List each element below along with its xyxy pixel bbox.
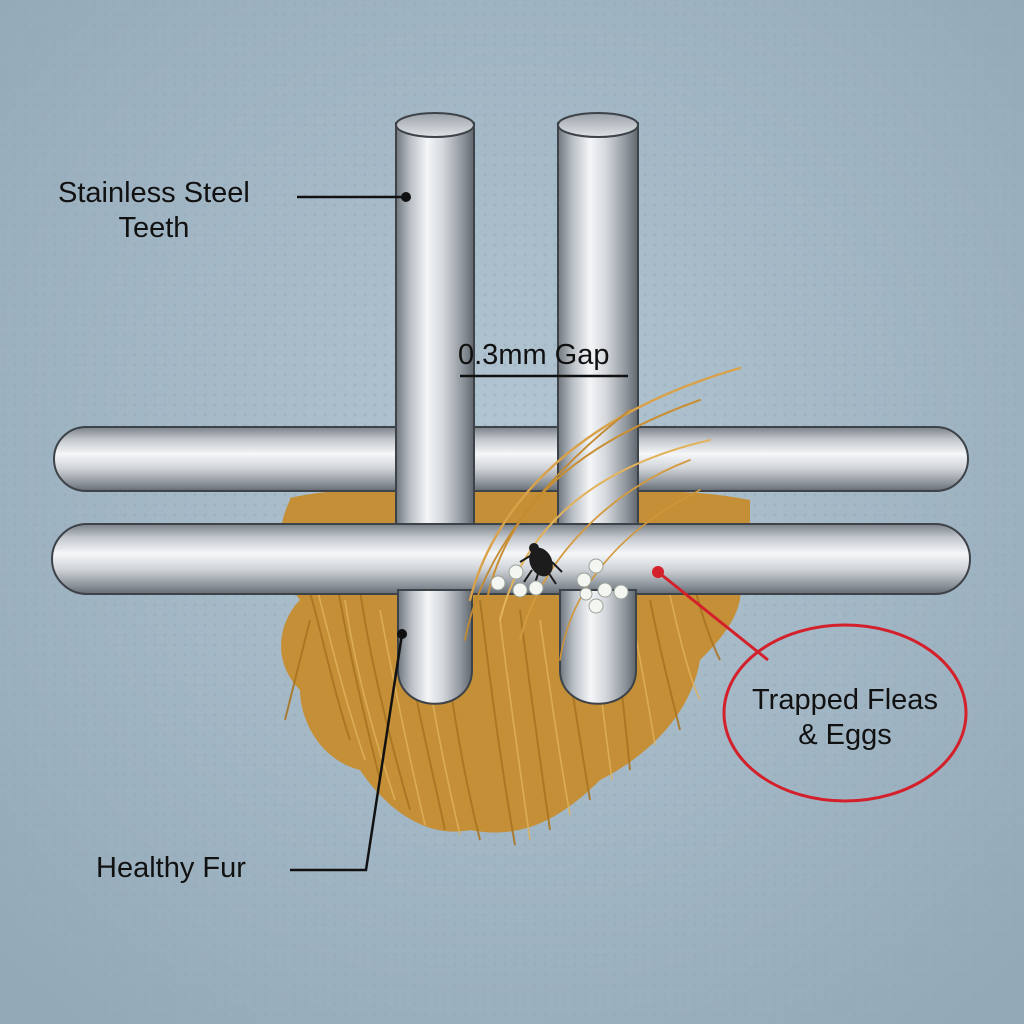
comb-tooth-right: [557, 112, 639, 534]
egg-icon: [613, 584, 629, 600]
fleas-highlight-circle: [722, 623, 968, 803]
comb-tooth-left-tip: [397, 589, 473, 705]
egg-icon: [597, 582, 613, 598]
comb-bar-lower: [51, 523, 971, 595]
egg-icon: [508, 564, 524, 580]
leader-teeth: [297, 192, 411, 202]
comb-tooth-right-tip: [559, 589, 637, 705]
egg-icon: [588, 598, 604, 614]
leader-fur: [290, 629, 407, 872]
egg-icon: [512, 582, 528, 598]
label-teeth-line2: Teeth: [118, 211, 190, 244]
leader-fleas: [652, 566, 968, 803]
egg-icon: [579, 587, 593, 601]
flea-eggs: [490, 558, 629, 614]
label-healthy-fur: Healthy Fur: [96, 852, 246, 884]
egg-icon: [490, 575, 506, 591]
egg-icon: [528, 580, 544, 596]
flea-icon: [519, 543, 563, 587]
label-fleas-line2: & Eggs: [798, 718, 892, 751]
comb-bar-upper: [53, 426, 969, 492]
label-trapped-fleas-eggs: Trapped Fleas & Eggs: [730, 683, 960, 753]
label-teeth-line1: Stainless Steel: [58, 177, 250, 209]
comb-tooth-left: [395, 112, 475, 534]
egg-icon: [576, 572, 592, 588]
egg-icon: [588, 558, 604, 574]
fur-strands: [464, 366, 742, 661]
label-gap: 0.3mm Gap: [458, 339, 610, 371]
label-stainless-steel-teeth: Stainless Steel Teeth: [58, 176, 250, 246]
label-fleas-line1: Trapped Fleas: [752, 684, 938, 716]
